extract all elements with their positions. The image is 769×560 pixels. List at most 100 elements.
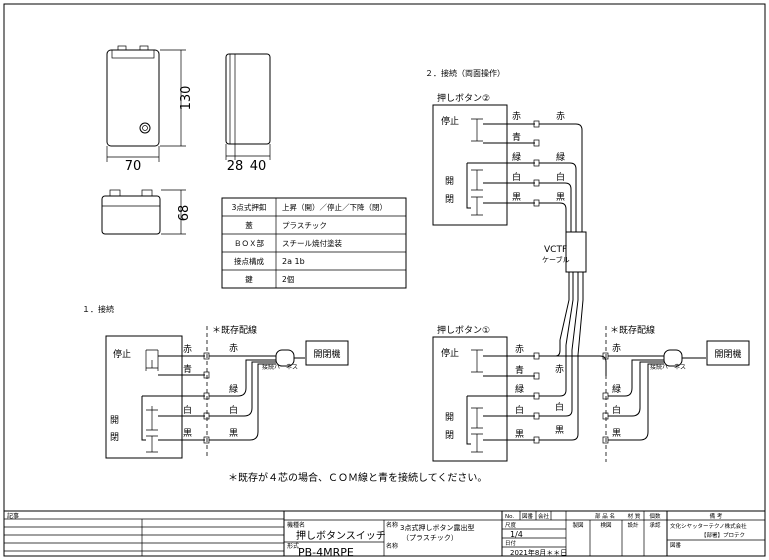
- svg-text:黒: 黒: [229, 428, 238, 439]
- svg-text:蓋: 蓋: [245, 220, 253, 230]
- svg-text:ＢＯＸ部: ＢＯＸ部: [234, 238, 264, 248]
- svg-text:黒: 黒: [612, 428, 621, 439]
- note: ＊既存が４芯の場合、ＣＯＭ線と青を接続してください。: [228, 471, 487, 484]
- svg-text:名称: 名称: [386, 521, 398, 529]
- svg-text:開閉機: 開閉機: [714, 348, 741, 360]
- svg-text:閉: 閉: [445, 430, 454, 441]
- svg-text:材 質: 材 質: [628, 512, 641, 520]
- svg-text:赤: 赤: [555, 364, 564, 375]
- svg-text:機種名: 機種名: [287, 521, 305, 529]
- drawing-border: [3, 3, 766, 557]
- svg-text:日付: 日付: [505, 539, 517, 547]
- svg-text:赤: 赤: [229, 343, 238, 354]
- svg-text:赤: 赤: [556, 111, 565, 122]
- svg-text:図番: 図番: [522, 513, 534, 520]
- svg-text:緑: 緑: [229, 383, 238, 395]
- svg-text:3点式押しボタン露出型: 3点式押しボタン露出型: [400, 523, 474, 532]
- svg-text:赤: 赤: [183, 344, 192, 355]
- push-button-2: 押しボタン② 停止 開 閉 赤 青 緑 白 黒 赤 緑 白 黒 VCTF ケーブ…: [432, 92, 587, 356]
- svg-text:形式: 形式: [287, 542, 299, 550]
- svg-text:押しボタン②: 押しボタン②: [437, 92, 490, 104]
- svg-text:白: 白: [612, 404, 621, 416]
- svg-text:押しボタン①: 押しボタン①: [437, 324, 490, 336]
- svg-text:開: 開: [445, 176, 454, 187]
- scale: 1/4: [510, 530, 523, 539]
- svg-text:承認: 承認: [649, 521, 661, 529]
- svg-text:スチール焼付塗装: スチール焼付塗装: [282, 238, 342, 248]
- svg-text:2a 1b: 2a 1b: [282, 257, 305, 266]
- svg-text:停止: 停止: [113, 348, 131, 360]
- svg-text:＊既存配線: ＊既存配線: [610, 324, 655, 336]
- front-view: 70 130: [106, 45, 194, 174]
- svg-text:接点構成: 接点構成: [234, 256, 264, 266]
- svg-text:赤: 赤: [612, 343, 621, 354]
- svg-text:赤: 赤: [512, 111, 521, 122]
- svg-text:上昇（開）／停止／下降（閉）: 上昇（開）／停止／下降（閉）: [282, 202, 387, 212]
- svg-text:ケーブル: ケーブル: [542, 255, 570, 264]
- svg-text:閉: 閉: [110, 432, 119, 443]
- svg-text:黒: 黒: [555, 425, 564, 436]
- svg-text:設計: 設計: [627, 521, 639, 529]
- svg-text:接続ハーネス: 接続ハーネス: [262, 363, 298, 371]
- svg-text:鍵: 鍵: [245, 274, 253, 284]
- svg-text:白: 白: [183, 404, 192, 416]
- dim-side-b: 40: [250, 159, 267, 174]
- dim-bottom-height: 68: [177, 205, 192, 222]
- svg-text:部 品 名: 部 品 名: [595, 512, 615, 520]
- section1-title: １．接続: [82, 304, 114, 314]
- svg-text:個数: 個数: [649, 512, 661, 520]
- dim-front-height: 130: [179, 86, 194, 111]
- svg-text:赤: 赤: [515, 344, 524, 355]
- svg-text:（プラスチック）: （プラスチック）: [402, 534, 458, 542]
- svg-text:開閉機: 開閉機: [313, 348, 340, 360]
- svg-text:会社: 会社: [538, 512, 550, 520]
- item-name: 押しボタンスイッチ: [296, 529, 386, 542]
- svg-text:緑: 緑: [515, 383, 524, 395]
- svg-text:白: 白: [229, 404, 238, 416]
- svg-text:緑: 緑: [556, 151, 565, 163]
- svg-text:開: 開: [110, 415, 119, 426]
- title-block: 記事 機種名 押しボタンスイッチ 形式 PB-4MRPE 名称 3点式押しボタン…: [4, 510, 765, 559]
- svg-text:閉: 閉: [445, 194, 454, 205]
- section2-title: ２．接続（両面操作）: [425, 68, 505, 78]
- svg-text:製図: 製図: [572, 521, 584, 529]
- company-name: 文化シヤッターテクノ株式会社: [670, 522, 747, 530]
- date: 2021年8月＊＊日: [510, 548, 567, 557]
- svg-text:緑: 緑: [612, 383, 621, 395]
- svg-text:備 考: 備 考: [710, 512, 723, 520]
- svg-text:＊既存配線: ＊既存配線: [212, 324, 257, 336]
- svg-text:白: 白: [512, 171, 521, 183]
- svg-text:VCTF: VCTF: [544, 245, 567, 255]
- svg-text:尺度: 尺度: [505, 521, 517, 529]
- svg-text:白: 白: [556, 171, 565, 183]
- svg-text:白: 白: [555, 401, 564, 413]
- svg-text:No.: No.: [505, 514, 514, 520]
- bottom-view: 68: [101, 189, 192, 235]
- svg-text:停止: 停止: [441, 115, 459, 127]
- svg-text:黒: 黒: [512, 192, 521, 203]
- svg-text:接続ハーネス: 接続ハーネス: [650, 363, 686, 371]
- svg-text:【部署】プロテク: 【部署】プロテク: [701, 531, 745, 539]
- svg-text:記事: 記事: [7, 512, 19, 520]
- svg-text:黒: 黒: [556, 192, 565, 203]
- push-button-1: 押しボタン① 停止 開 閉 赤 青 緑 白 黒 赤 白 黒 ＊既存配線 赤 緑: [432, 324, 750, 462]
- svg-text:プラスチック: プラスチック: [282, 221, 327, 230]
- svg-text:黒: 黒: [183, 428, 192, 439]
- dim-front-width: 70: [125, 159, 142, 174]
- svg-text:白: 白: [515, 404, 524, 416]
- side-view: 28 40: [225, 53, 271, 174]
- svg-text:名称: 名称: [386, 542, 398, 550]
- svg-text:青: 青: [515, 364, 524, 376]
- svg-text:3点式押釦: 3点式押釦: [232, 202, 267, 212]
- svg-text:2個: 2個: [282, 274, 294, 284]
- model-name: PB-4MRPE: [298, 546, 354, 559]
- vctf-cable-box: [565, 231, 587, 273]
- dim-side-a: 28: [227, 159, 244, 174]
- svg-text:開: 開: [445, 412, 454, 423]
- svg-text:停止: 停止: [441, 347, 459, 359]
- svg-text:青: 青: [512, 131, 521, 143]
- svg-text:黒: 黒: [515, 429, 524, 440]
- svg-text:青: 青: [183, 363, 192, 375]
- svg-text:図番: 図番: [670, 542, 682, 549]
